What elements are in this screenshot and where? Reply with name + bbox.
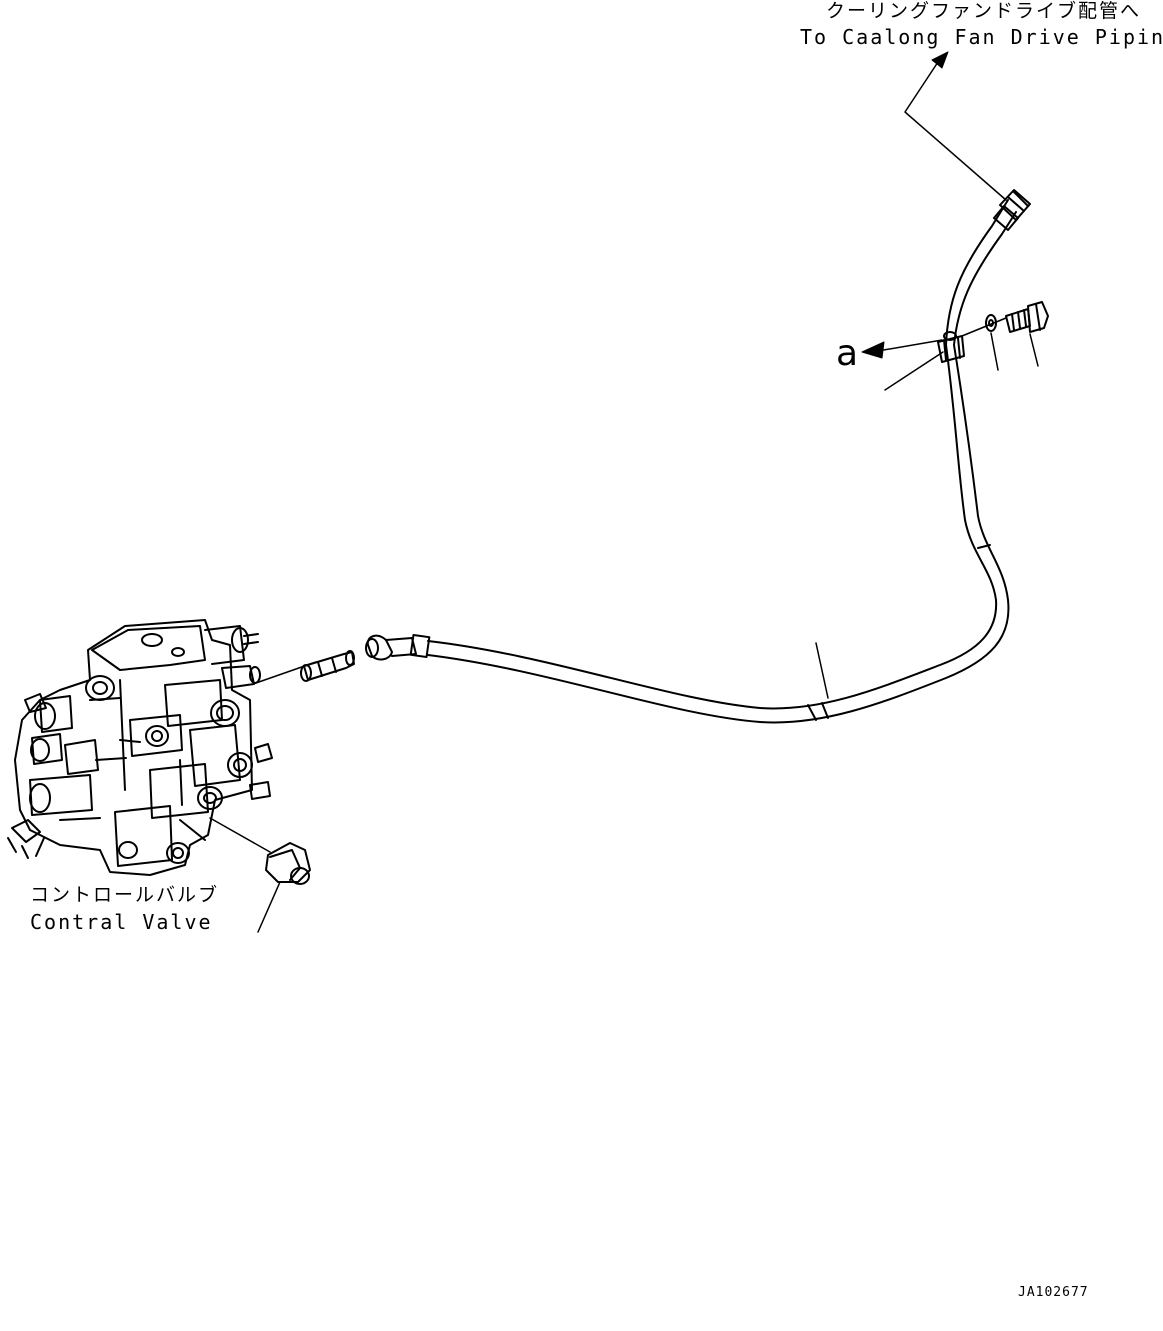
control-valve: [7, 619, 273, 876]
bolt: [1005, 301, 1049, 333]
arrowhead-fan-drive: [931, 51, 949, 69]
fan-drive-label-en: To Caalong Fan Drive Piping: [800, 25, 1163, 49]
control-valve-label-jp: コントロールバルブ: [30, 884, 220, 906]
view-a-label: a: [836, 333, 859, 374]
assembly-guide-line: [961, 317, 1007, 337]
fan-drive-label-jp: クーリングファンドライブ配管へ: [826, 0, 1142, 22]
arrowhead-view-a: [861, 341, 885, 359]
control-valve-label-en: Contral Valve: [30, 910, 213, 934]
hose-assembly: [365, 189, 1031, 724]
plug-fitting: [265, 842, 311, 885]
leader-lines: [209, 61, 1039, 933]
drawing-code: JA102677: [1018, 1285, 1089, 1300]
adapter-fitting: [300, 650, 355, 682]
hose-clamp: [937, 331, 965, 363]
